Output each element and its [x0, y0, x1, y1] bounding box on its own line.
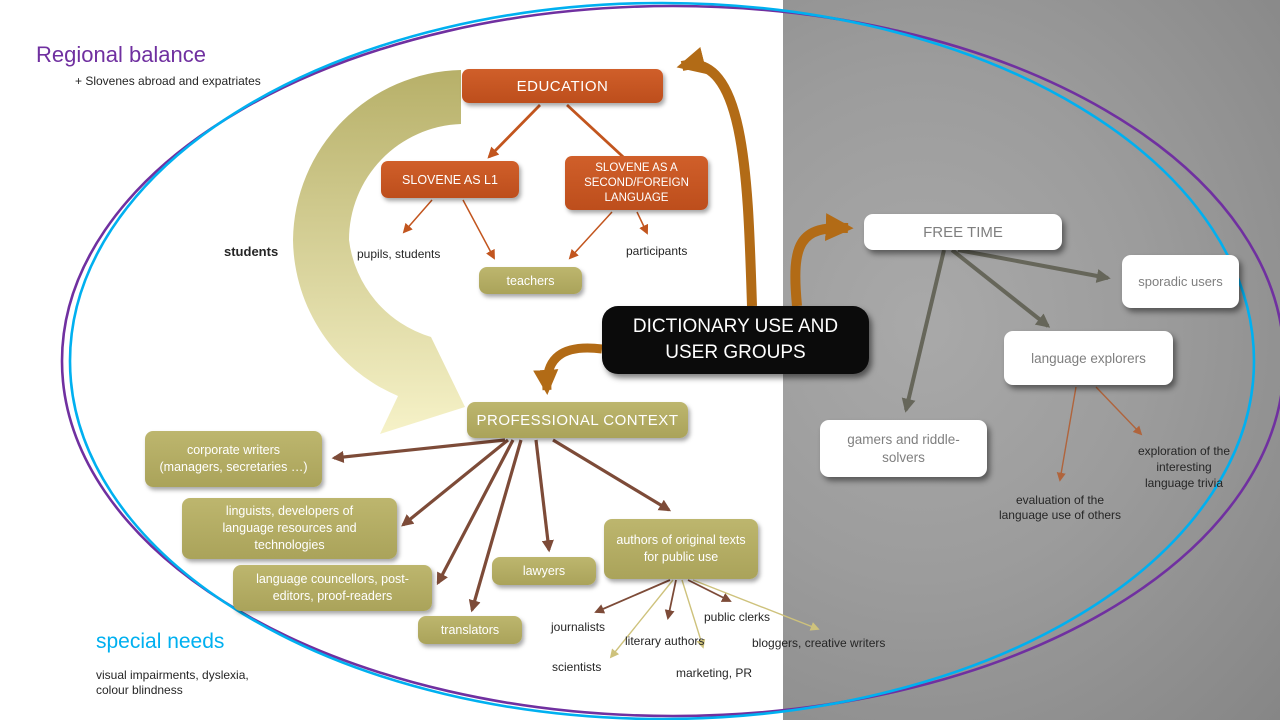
node-education: EDUCATION — [462, 69, 663, 103]
node-linguists-developers: linguists, developers of language resour… — [182, 498, 397, 559]
arc-to-free-time — [790, 213, 854, 307]
regional-balance-label: Regional balance — [36, 42, 207, 67]
pupils-students-label: pupils, students — [357, 247, 441, 261]
evaluation-label: evaluation of the language use of others — [998, 493, 1122, 522]
arrow-freetime-explorers — [950, 248, 1051, 328]
special-needs-ellipse — [68, 1, 1256, 720]
arc-to-professional-context — [533, 343, 603, 396]
arrow-prof-corporate — [331, 438, 506, 464]
arrow-authors-literary — [664, 579, 677, 620]
node-authors-original-texts: authors of original texts for public use — [604, 519, 758, 579]
students-label: students — [224, 244, 279, 259]
public-clerks-label: public clerks — [704, 610, 771, 624]
arrow-prof-linguists — [401, 438, 510, 527]
arrow-l1-pupils — [402, 199, 433, 234]
node-free-time: FREE TIME — [864, 214, 1062, 250]
arrow-sf-participants — [636, 211, 649, 235]
regional-balance-ellipse — [60, 4, 1280, 718]
literary-authors-label: literary authors — [625, 634, 705, 648]
arrow-prof-authors — [552, 438, 672, 512]
arrow-education-sf — [566, 103, 635, 168]
arrow-sf-teachers — [568, 211, 613, 260]
node-gamers-riddle-solvers: gamers and riddle-solvers — [820, 420, 987, 477]
arrow-l1-teachers — [462, 199, 495, 260]
arc-to-education — [676, 47, 757, 307]
scientists-label: scientists — [552, 660, 602, 674]
node-dictionary-use-user-groups: DICTIONARY USE AND USER GROUPS — [602, 306, 869, 374]
node-professional-context: PROFESSIONAL CONTEXT — [467, 402, 688, 438]
node-corporate-writers: corporate writers (managers, secretaries… — [145, 431, 322, 487]
special-needs-note: visual impairments, dyslexia, colour bli… — [96, 668, 249, 697]
arrow-authors-bloggers — [692, 579, 820, 631]
node-slovene-l1: SLOVENE AS L1 — [381, 161, 519, 198]
arrow-prof-lawyers — [534, 439, 554, 553]
journalists-label: journalists — [551, 620, 606, 634]
arrow-authors-journalists — [594, 579, 671, 614]
node-language-councellors: language councellors, post-editors, proo… — [233, 565, 432, 611]
node-lawyers: lawyers — [492, 557, 596, 585]
arrow-freetime-sporadic — [957, 248, 1111, 283]
students-arc-arrow — [293, 70, 465, 434]
participants-label: participants — [626, 244, 688, 258]
special-needs-label: special needs — [96, 630, 225, 653]
regional-balance-note: + Slovenes abroad and expatriates — [75, 74, 261, 88]
arrow-education-l1 — [487, 104, 541, 159]
marketing-pr-label: marketing, PR — [676, 666, 753, 680]
node-teachers: teachers — [479, 267, 582, 294]
arrow-prof-translators — [468, 439, 523, 613]
arrow-prof-councellors — [436, 439, 515, 586]
arrow-authors-clerks — [687, 579, 732, 602]
node-language-explorers: language explorers — [1004, 331, 1173, 385]
bloggers-creative-writers-label: bloggers, creative writers — [752, 636, 886, 650]
node-sporadic-users: sporadic users — [1122, 255, 1239, 308]
arrow-authors-scientists — [609, 579, 674, 659]
node-translators: translators — [418, 616, 522, 644]
arrow-authors-marketing — [681, 579, 706, 649]
node-slovene-second-foreign: SLOVENE AS A SECOND/FOREIGN LANGUAGE — [565, 156, 708, 210]
arrow-freetime-gamers — [901, 249, 946, 413]
arrow-explorers-exploration — [1095, 386, 1143, 436]
arrow-explorers-evaluation — [1056, 386, 1077, 482]
exploration-label: exploration of the interesting language … — [1137, 444, 1231, 490]
